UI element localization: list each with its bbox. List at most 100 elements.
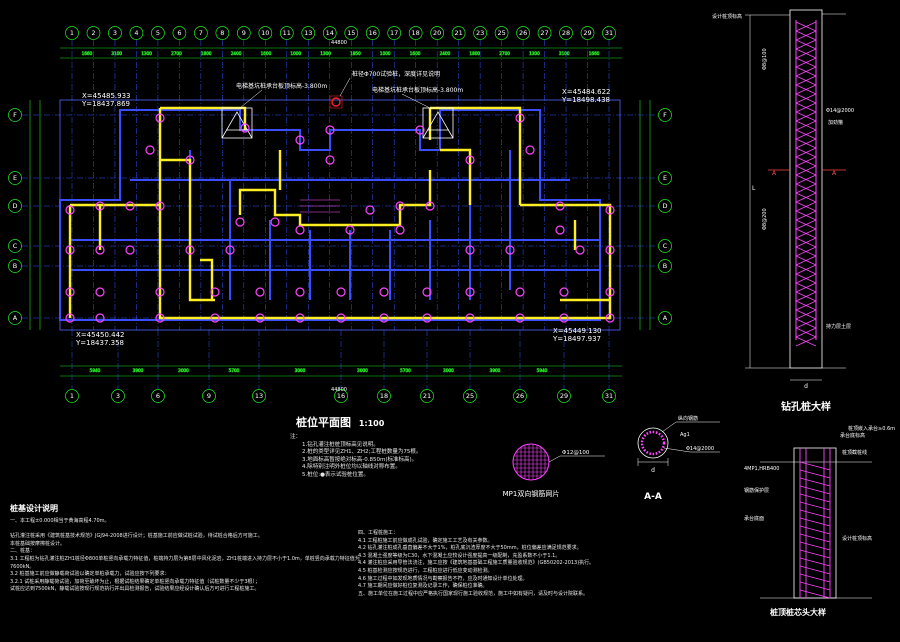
pile-marker [155, 313, 165, 323]
svg-text:13: 13 [255, 392, 263, 400]
coord-x: X=45484.622 [562, 88, 611, 96]
spec-line: 7600kN。 [10, 563, 35, 570]
pile-marker [210, 287, 220, 297]
svg-text:10: 10 [261, 29, 269, 37]
spec-line: 一、本工程±0.000相当于黄海高程4.70m。 [10, 518, 110, 524]
building-plan [59, 95, 621, 331]
plan-note: 1.钻孔灌注桩桩顶标高见说明。 [302, 441, 379, 448]
section-aa-rebar-b: Ag1 [680, 432, 690, 438]
axis-bubble-21: 21 [451, 26, 466, 40]
dimension-label-top: 1800 [469, 51, 480, 56]
plan-scale: 1:100 [358, 419, 385, 428]
spec-line: 4.6 施工过程中如发现地质情况与勘察报告不符，应及时通知设计单位处理。 [358, 575, 528, 582]
pile-marker [505, 245, 515, 255]
axis-bubble-row-D: D [658, 199, 672, 213]
pile-marker [235, 217, 245, 227]
axis-bubble-29: 29 [580, 26, 595, 40]
svg-text:16: 16 [337, 392, 345, 400]
axis-bubble-26: 26 [513, 389, 527, 403]
pile-marker [345, 225, 355, 235]
coord-bottom-right: X=45449.130 Y=18497.937 [553, 327, 602, 343]
test-pile-marker [331, 97, 341, 107]
head-cut-b: 设计桩顶标高 [842, 535, 872, 542]
head-main-bar: 4MP1,HRB400 [744, 466, 780, 472]
pile-marker [515, 287, 525, 297]
pile-marker [65, 313, 75, 323]
svg-text:25: 25 [497, 29, 505, 37]
plan-notes-heading: 注： [290, 434, 302, 440]
svg-text:29: 29 [583, 29, 591, 37]
pile-head-detail: 承台底标高 桩顶嵌入承台≥0.6m 4MP1,HRB400 钢筋保护层 承台底面… [744, 425, 895, 617]
pile-marker [515, 113, 525, 123]
axis-bubble-18: 18 [377, 389, 391, 403]
pile-section-mark-right: A [832, 170, 837, 177]
svg-text:23: 23 [476, 29, 484, 37]
axis-bubble-13: 13 [252, 389, 266, 403]
dimension-label-bottom: 3000 [357, 368, 368, 373]
svg-text:B: B [13, 262, 17, 270]
pile-bearing-layer: 持力层土层 [826, 323, 851, 330]
pile-marker [422, 287, 432, 297]
dimension-label-top: 1000 [380, 51, 391, 56]
svg-text:15: 15 [347, 29, 355, 37]
dimension-label-top: 3100 [559, 51, 570, 56]
pile-stirrup-a: Φ8@100 [762, 48, 768, 70]
pile-marker [270, 217, 280, 227]
dimension-label-bottom: 3000 [178, 368, 189, 373]
svg-text:31: 31 [605, 392, 613, 400]
coord-x: X=45449.130 [553, 327, 602, 335]
dimension-label-top: 1660 [82, 51, 93, 56]
pile-diameter: d [804, 383, 808, 390]
svg-text:29: 29 [560, 392, 568, 400]
axis-bubble-row-D: D [8, 199, 22, 213]
pile-length: L [752, 185, 756, 192]
dimension-label-top: 1300 [529, 51, 540, 56]
pile-detail-title: 钻孔桩大样 [781, 400, 831, 413]
pile-marker [515, 313, 525, 323]
pile-top-label: 设计桩顶标高 [712, 13, 742, 20]
axis-bubble-28: 28 [559, 26, 573, 40]
spec-line: 4.3 混凝土强度等级为C30，水下混凝土应较设计强度提高一级配制，充盈系数不小… [358, 552, 561, 559]
svg-text:14: 14 [326, 29, 334, 37]
pile-marker [555, 225, 565, 235]
axis-bubble-8: 8 [215, 26, 230, 40]
section-aa-dim: d [651, 467, 655, 474]
axis-bubble-16: 16 [334, 389, 348, 403]
pile-marker [95, 313, 105, 323]
axis-bubble-31: 31 [602, 26, 616, 40]
spec-right-heading: 四、工程桩施工： [358, 530, 399, 536]
svg-text:4: 4 [134, 29, 138, 37]
svg-text:1: 1 [70, 392, 74, 400]
dimension-label-bottom: 3900 [133, 368, 144, 373]
svg-text:26: 26 [516, 392, 524, 400]
plan-title-text: 桩位平面图 [296, 416, 351, 429]
axis-bubble-1: 1 [65, 389, 79, 403]
pile-marker [379, 313, 389, 323]
pile-marker [125, 201, 135, 211]
axis-bubble-6: 6 [172, 26, 187, 40]
svg-text:16: 16 [369, 29, 377, 37]
pile-marker [325, 125, 335, 135]
dimension-label-bottom: 3000 [443, 368, 454, 373]
axis-bubble-row-A: A [658, 311, 672, 325]
total-dimension-top: 44800 [331, 40, 347, 46]
spec-title: 桩基设计说明 [10, 504, 58, 513]
axis-bubble-5: 5 [151, 26, 165, 40]
pile-marker [605, 313, 615, 323]
svg-text:26: 26 [519, 29, 527, 37]
pile-marker [525, 145, 535, 155]
section-aa-spiral: Φ14@2000 [686, 446, 714, 452]
pile-marker [465, 155, 475, 165]
dimension-label-top: 2700 [499, 51, 510, 56]
svg-text:F: F [13, 111, 17, 119]
pile-section-mark-left: A [772, 170, 777, 177]
svg-text:27: 27 [540, 29, 548, 37]
pile-marker [155, 113, 165, 123]
head-detail-title: 桩顶桩芯头大样 [770, 607, 826, 617]
plan-note: 2.桩的类型详见ZH1、ZH2;工程桩数量为75根。 [302, 449, 422, 456]
pile-marker [465, 313, 475, 323]
axis-bubble-row-C: C [658, 239, 672, 253]
head-cut-a: 桩顶截桩线 [842, 449, 867, 456]
pile-spiral-note: 加劲箍 [828, 119, 843, 126]
spec-line: 3.2 桩基施工前应做静载荷试验以确定单桩承载力，试验应按下列要求： [10, 571, 170, 578]
